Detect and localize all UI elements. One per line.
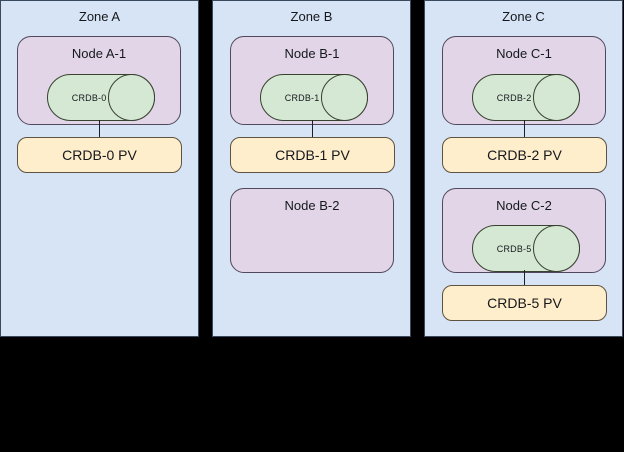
crdb-2-pv-box[interactable]: CRDB-2 PV (442, 137, 607, 173)
crdb-0-database-cylinder[interactable]: CRDB-0 (47, 74, 155, 121)
crdb-1-database-cylinder[interactable]: CRDB-1 (260, 74, 368, 121)
database-icon (260, 74, 368, 121)
zone-c-title: Zone C (502, 9, 545, 24)
crdb-1-pv-box[interactable]: CRDB-1 PV (230, 137, 395, 173)
crdb-2-pv-label: CRDB-2 PV (487, 147, 562, 163)
node-b-2-box[interactable]: Node B-2 (230, 188, 394, 273)
crdb-5-pv-connector (524, 270, 525, 286)
crdb-5-pv-box[interactable]: CRDB-5 PV (442, 285, 607, 321)
zone-b-title: Zone B (290, 9, 333, 24)
database-icon (472, 74, 580, 121)
node-c-1-title: Node C-1 (496, 46, 552, 61)
crdb-5-database-cylinder[interactable]: CRDB-5 (472, 225, 580, 272)
database-icon (47, 74, 155, 121)
crdb-2-database-cylinder[interactable]: CRDB-2 (472, 74, 580, 121)
crdb-0-pv-box[interactable]: CRDB-0 PV (17, 137, 182, 173)
crdb-2-pv-connector (524, 120, 525, 138)
crdb-1-pv-connector (312, 120, 313, 138)
node-a-1-title: Node A-1 (71, 46, 127, 61)
database-icon (472, 225, 580, 272)
node-b-2-title: Node B-2 (284, 198, 340, 213)
crdb-0-pv-connector (99, 120, 100, 138)
node-b-1-title: Node B-1 (284, 46, 340, 61)
node-c-2-title: Node C-2 (496, 198, 552, 213)
crdb-5-pv-label: CRDB-5 PV (487, 295, 562, 311)
zone-a-title: Zone A (78, 9, 121, 24)
crdb-0-pv-label: CRDB-0 PV (62, 147, 137, 163)
crdb-1-pv-label: CRDB-1 PV (275, 147, 350, 163)
